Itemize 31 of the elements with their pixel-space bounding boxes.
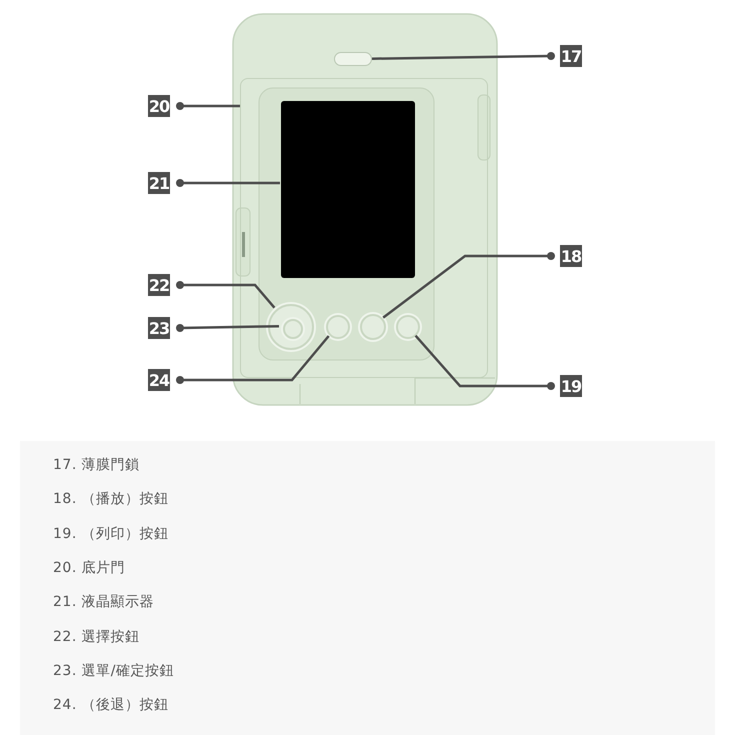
list-item: 17. 薄膜門鎖 (53, 456, 140, 474)
callout-number: 17 (560, 45, 582, 67)
callout-number: 22 (148, 274, 170, 296)
list-item: 22. 選擇按鈕 (53, 628, 140, 646)
leader-line (382, 252, 555, 319)
round-button (283, 319, 303, 339)
callout-number: 19 (560, 375, 582, 397)
callout-number: 20 (148, 95, 170, 117)
round-button (396, 315, 420, 339)
leader-line (176, 102, 240, 110)
leader-line (414, 334, 555, 390)
leader-line (176, 335, 330, 384)
round-button (326, 315, 350, 339)
callout-number: 21 (148, 172, 170, 194)
round-button (360, 314, 386, 340)
list-item: 24. （後退）按鈕 (53, 696, 169, 714)
film-door-latch (334, 52, 372, 66)
callout-number: 23 (148, 317, 170, 339)
leader-line (176, 179, 280, 187)
callout-number: 18 (560, 245, 582, 267)
leader-line (176, 281, 276, 309)
lcd-screen (281, 101, 415, 278)
list-item: 21. 液晶顯示器 (53, 593, 154, 612)
list-item: 19. （列印）按鈕 (53, 524, 169, 543)
film-door (240, 78, 488, 378)
leader-line (372, 52, 555, 60)
callout-number: 24 (148, 369, 170, 391)
list-item: 23. 選單/確定按鈕 (53, 662, 174, 680)
leader-line (176, 324, 280, 332)
list-item: 20. 底片門 (53, 558, 126, 577)
list-item: 18. （播放）按鈕 (53, 490, 169, 508)
